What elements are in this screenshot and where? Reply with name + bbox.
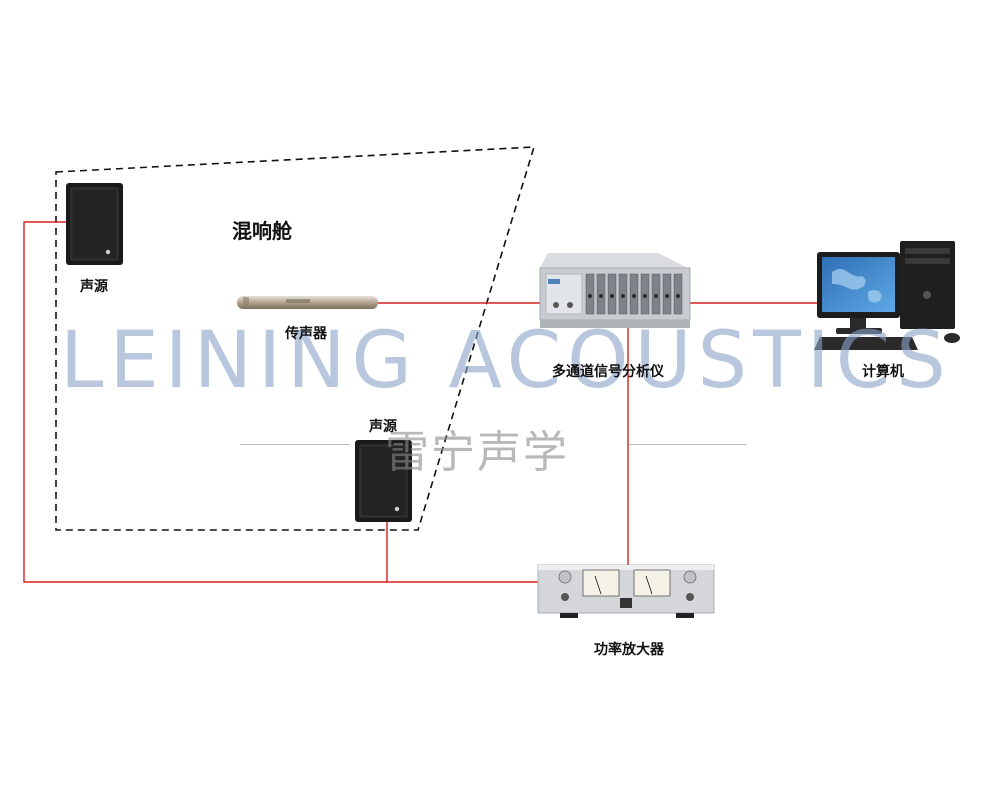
microphone-icon [237,296,378,309]
reverberation-chamber-outline [55,146,536,531]
power-amplifier-icon [537,564,715,618]
watermark-chinese: 雷宁声学 [385,427,569,478]
signal-wires [23,221,826,583]
watermark-line-left [240,444,350,445]
computer-icon [814,241,960,350]
analyzer-label: 多通道信号分析仪 [552,364,664,380]
computer-label: 计算机 [862,364,904,380]
speaker-bottom-label: 声源 [369,419,397,435]
chamber-title: 混响舱 [232,219,292,243]
speaker-top-icon [66,183,123,265]
speaker-top-label: 声源 [80,279,108,295]
speaker-bottom-icon [355,440,412,522]
amplifier-label: 功率放大器 [594,642,664,658]
microphone-label: 传声器 [285,326,327,342]
signal-analyzer-icon [539,253,691,328]
watermark-english: LEINING ACOUSTICS [60,316,952,406]
watermark-line-right [628,444,746,445]
